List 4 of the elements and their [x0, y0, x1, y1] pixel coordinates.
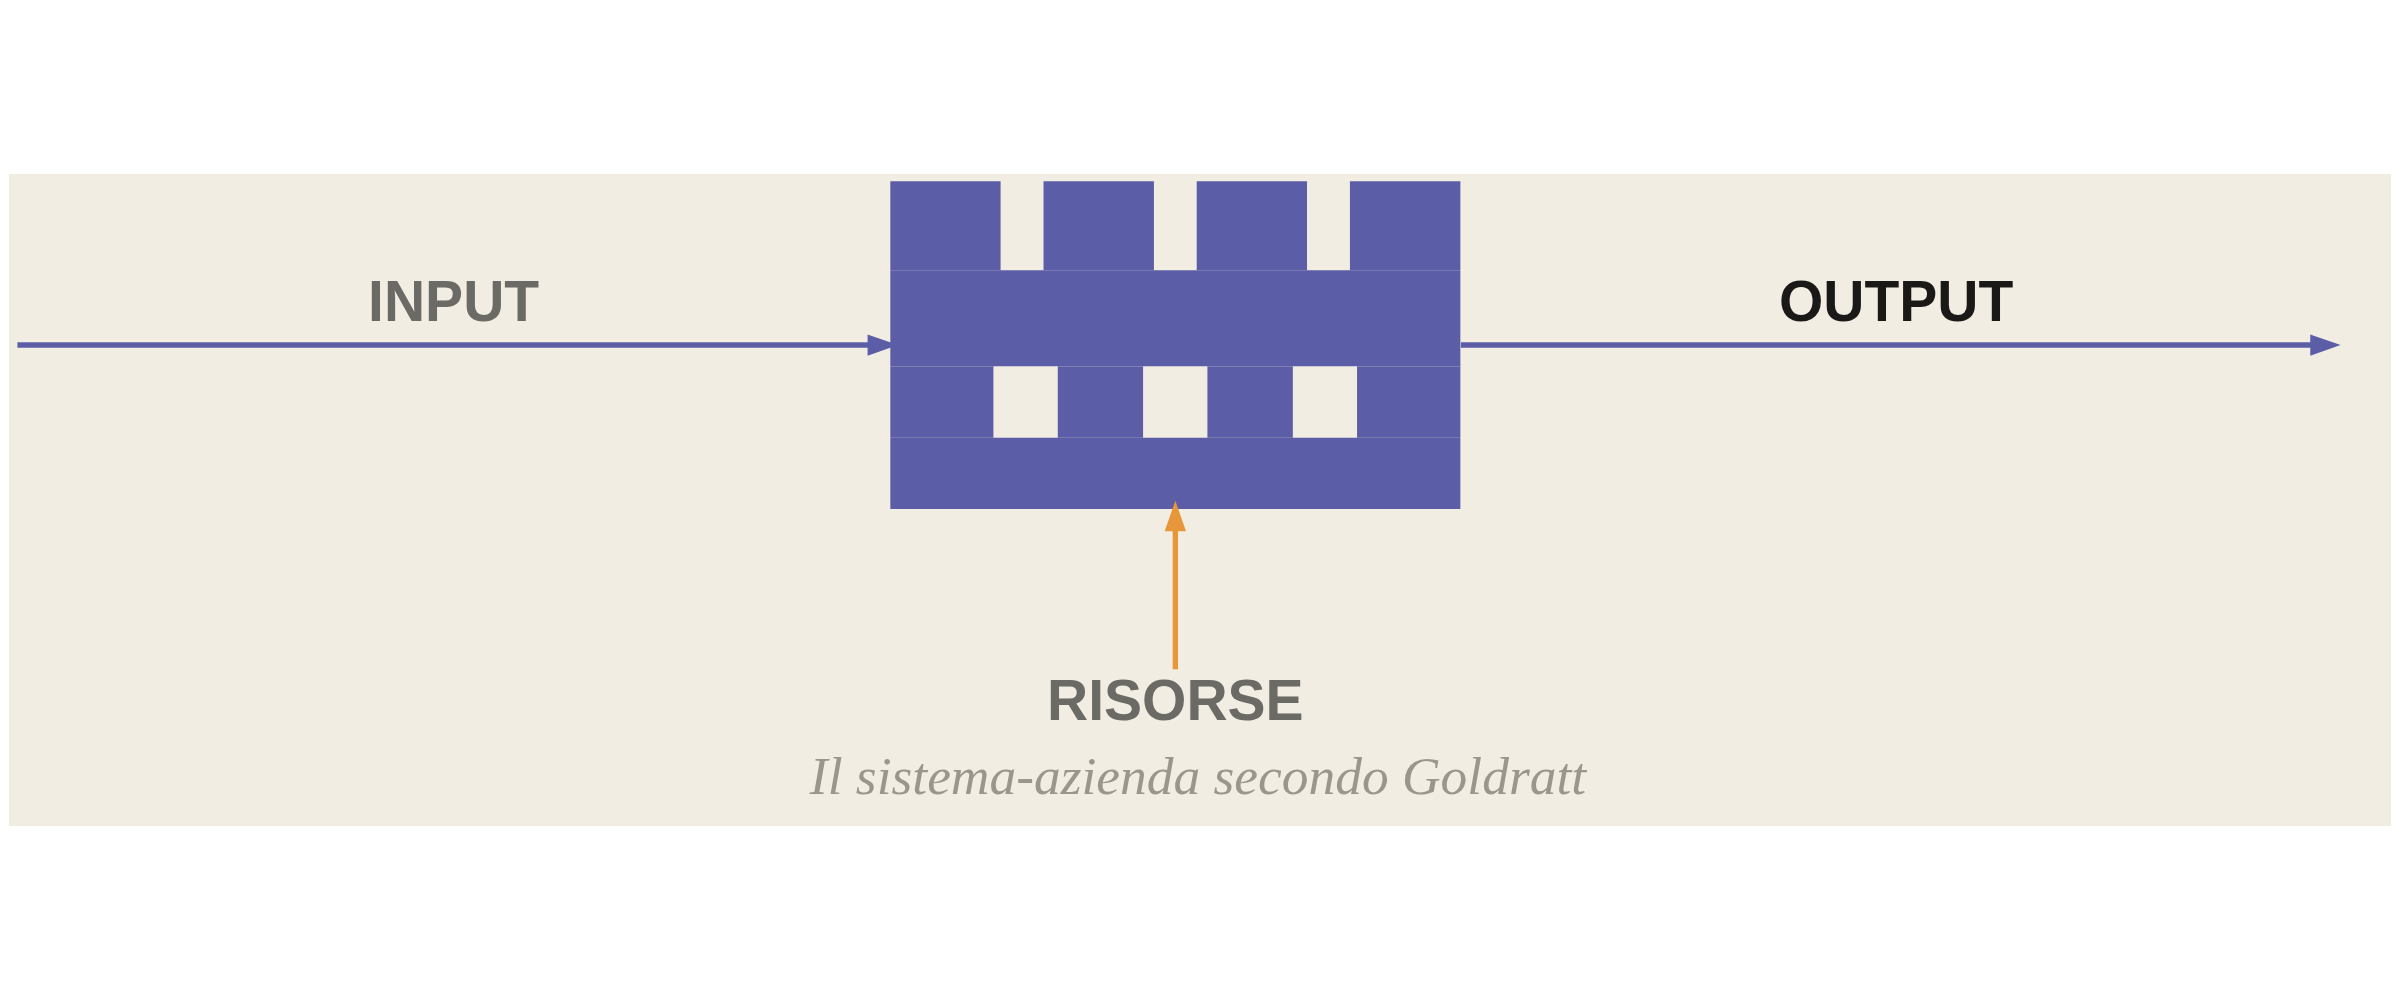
caption: Il sistema-azienda secondo Goldratt: [809, 745, 1587, 806]
node-text: RISORSE: [1047, 668, 1304, 733]
edge-label: INPUT: [368, 269, 540, 334]
edge-label: OUTPUT: [1778, 269, 2014, 334]
